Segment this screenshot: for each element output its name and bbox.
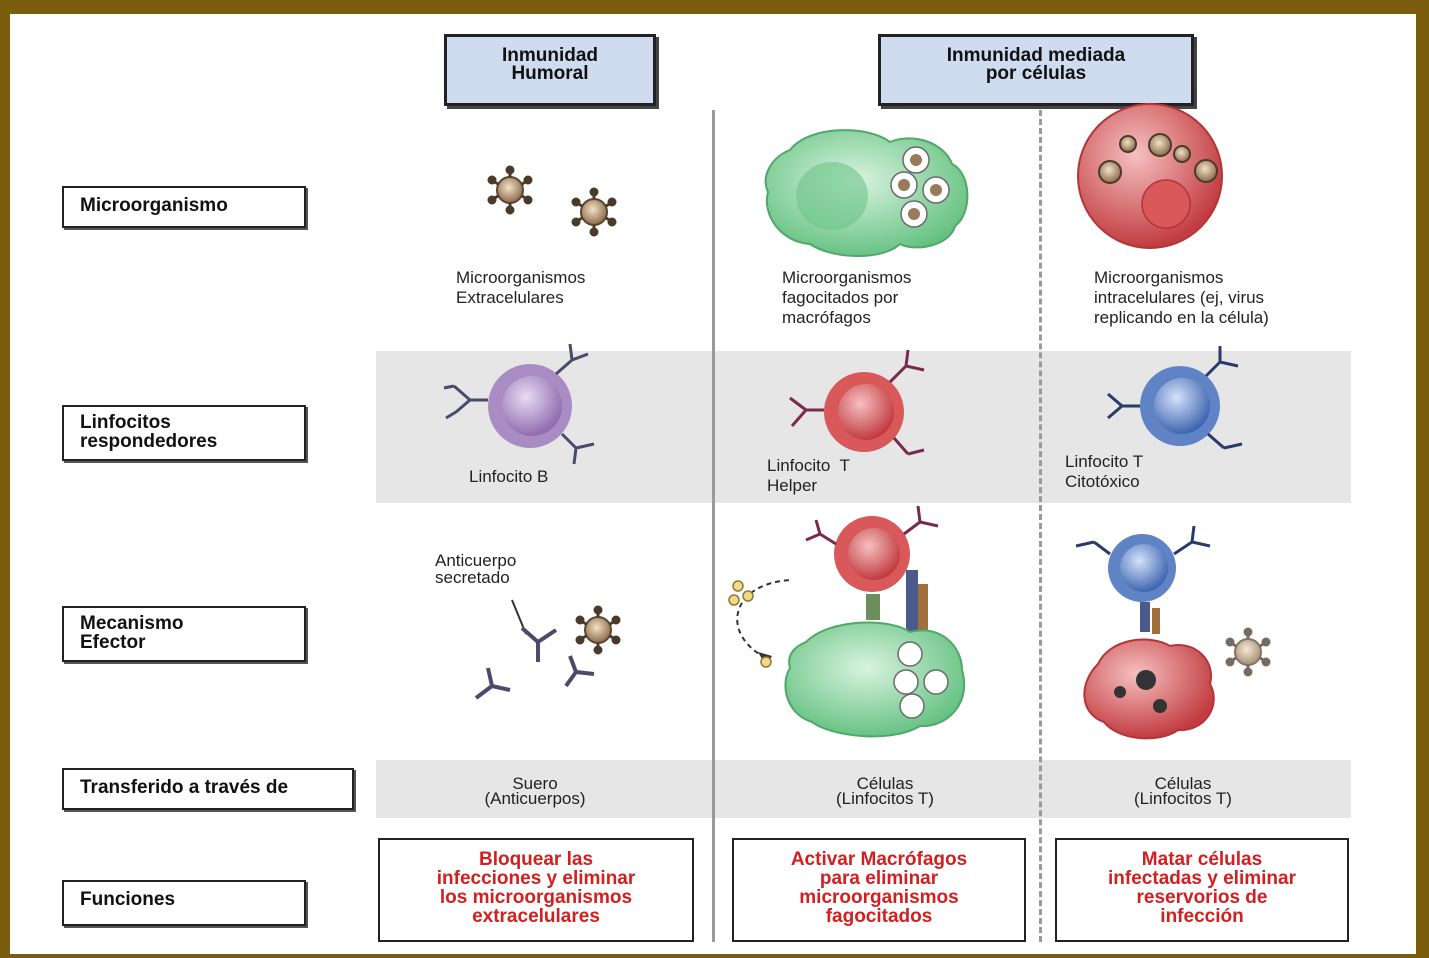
- caption-line: Linfocito T: [767, 456, 850, 475]
- caption-extracellular: Microorganismos Extracelulares: [456, 268, 585, 308]
- caption-cytotoxic: Linfocito T Citotóxico: [1065, 452, 1143, 492]
- header-humoral: Inmunidad Humoral: [444, 34, 656, 106]
- microbe-icon: [1225, 627, 1271, 677]
- column-divider-solid: [712, 110, 715, 942]
- caption-line: (Linfocitos T): [1134, 789, 1232, 808]
- row-label-mechanism: Mecanismo Efector: [62, 606, 306, 662]
- function-line: Activar Macrófagos: [790, 849, 968, 870]
- microbe-icon: [575, 605, 621, 655]
- row-label-text: Transferido a través de: [80, 777, 289, 798]
- caption-line: (Anticuerpos): [484, 789, 586, 808]
- function-humoral: Bloquear las infecciones y eliminar los …: [378, 838, 694, 942]
- b-lymphocyte-icon: [443, 343, 595, 465]
- caption-line: intracelulares (ej, virus: [1094, 288, 1265, 307]
- function-line: extracelulares: [472, 906, 600, 927]
- function-line: infecciones y eliminar: [436, 868, 636, 889]
- function-line: infección: [1160, 906, 1244, 927]
- header-cellular-line: Inmunidad mediada: [946, 45, 1126, 66]
- caption-line: Extracelulares: [456, 288, 564, 307]
- header-cellular-line: por células: [985, 63, 1087, 84]
- function-helper: Activar Macrófagos para eliminar microor…: [732, 838, 1026, 942]
- caption-line: (Linfocitos T): [836, 789, 934, 808]
- function-line: microorganismos: [799, 887, 959, 908]
- function-line: Matar células: [1141, 849, 1263, 870]
- caption-line: Microorganismos: [782, 268, 912, 287]
- caption-line: Suero: [512, 774, 558, 793]
- transferred-band: [376, 760, 1351, 818]
- caption-line: replicando en la célula): [1094, 308, 1269, 327]
- caption-line: Microorganismos: [456, 268, 586, 287]
- function-cytotoxic: Matar células infectadas y eliminar rese…: [1055, 838, 1349, 942]
- caption-line: fagocitados por: [782, 288, 899, 307]
- transferred-cytotoxic: Células (Linfocitos T): [1078, 774, 1288, 808]
- top-bar: [0, 0, 1429, 14]
- column-divider-dashed: [1039, 110, 1042, 942]
- caption-b-cell: Linfocito B: [469, 467, 548, 487]
- row-label-text: respondedores: [80, 431, 218, 452]
- row-label-functions: Funciones: [62, 880, 306, 926]
- caption-line: macrófagos: [782, 308, 871, 327]
- row-label-text: Microorganismo: [80, 195, 228, 216]
- header-cellular: Inmunidad mediada por células: [878, 34, 1194, 106]
- caption-line: Linfocito T: [1065, 452, 1144, 471]
- function-line: fagocitados: [825, 906, 933, 927]
- cytotoxic-t-lymphocyte-icon: [1075, 525, 1211, 634]
- function-line: infectadas y eliminar: [1108, 868, 1296, 889]
- infected-cell-icon: [1077, 103, 1223, 249]
- row-label-text: Funciones: [80, 889, 176, 910]
- transferred-helper: Células (Linfocitos T): [780, 774, 990, 808]
- function-line: Bloquear las: [478, 849, 594, 870]
- caption-line: Anticuerpo: [435, 551, 517, 570]
- diagram-panel: Inmunidad Humoral Inmunidad mediada por …: [10, 14, 1416, 954]
- caption-line: Citotóxico: [1065, 472, 1140, 491]
- caption-line: Linfocito B: [469, 467, 549, 486]
- illustrations: [443, 103, 1271, 740]
- caption-line: Microorganismos: [1094, 268, 1224, 287]
- caption-line: secretado: [435, 568, 510, 587]
- row-label-text: Efector: [80, 632, 146, 653]
- caption-intracellular: Microorganismos intracelulares (ej, viru…: [1094, 268, 1269, 328]
- caption-line: Helper: [767, 476, 818, 495]
- transferred-humoral: Suero (Anticuerpos): [430, 774, 640, 808]
- microbe-icon: [571, 187, 617, 237]
- cytotoxic-t-lymphocyte-icon: [1107, 346, 1243, 450]
- helper-t-lymphocyte-icon: [805, 505, 939, 640]
- row-label-lymphocytes: Linfocitos respondedores: [62, 405, 306, 461]
- caption-line: Células: [1154, 774, 1212, 793]
- function-line: para eliminar: [819, 868, 939, 889]
- row-label-text: Mecanismo: [80, 613, 184, 634]
- caption-antibody: Anticuerpo secretado: [435, 552, 516, 586]
- macrophage-icon: [728, 579, 965, 738]
- macrophage-icon: [764, 129, 969, 258]
- header-humoral-line: Inmunidad: [501, 45, 599, 66]
- antibody-icon: [474, 599, 595, 700]
- row-label-microorganism: Microorganismo: [62, 186, 306, 228]
- infected-cell-icon: [1083, 638, 1215, 740]
- helper-t-lymphocyte-icon: [789, 349, 925, 456]
- row-label-transferred: Transferido a través de: [62, 768, 354, 810]
- microbe-icon: [487, 165, 533, 215]
- function-line: los microorganismos: [439, 887, 633, 908]
- caption-helper: Linfocito T Helper: [767, 456, 850, 496]
- function-line: reservorios de: [1136, 887, 1268, 908]
- caption-phagocytosed: Microorganismos fagocitados por macrófag…: [782, 268, 911, 328]
- row-label-text: Linfocitos: [80, 412, 171, 433]
- caption-line: Células: [856, 774, 914, 793]
- header-humoral-line: Humoral: [511, 63, 589, 84]
